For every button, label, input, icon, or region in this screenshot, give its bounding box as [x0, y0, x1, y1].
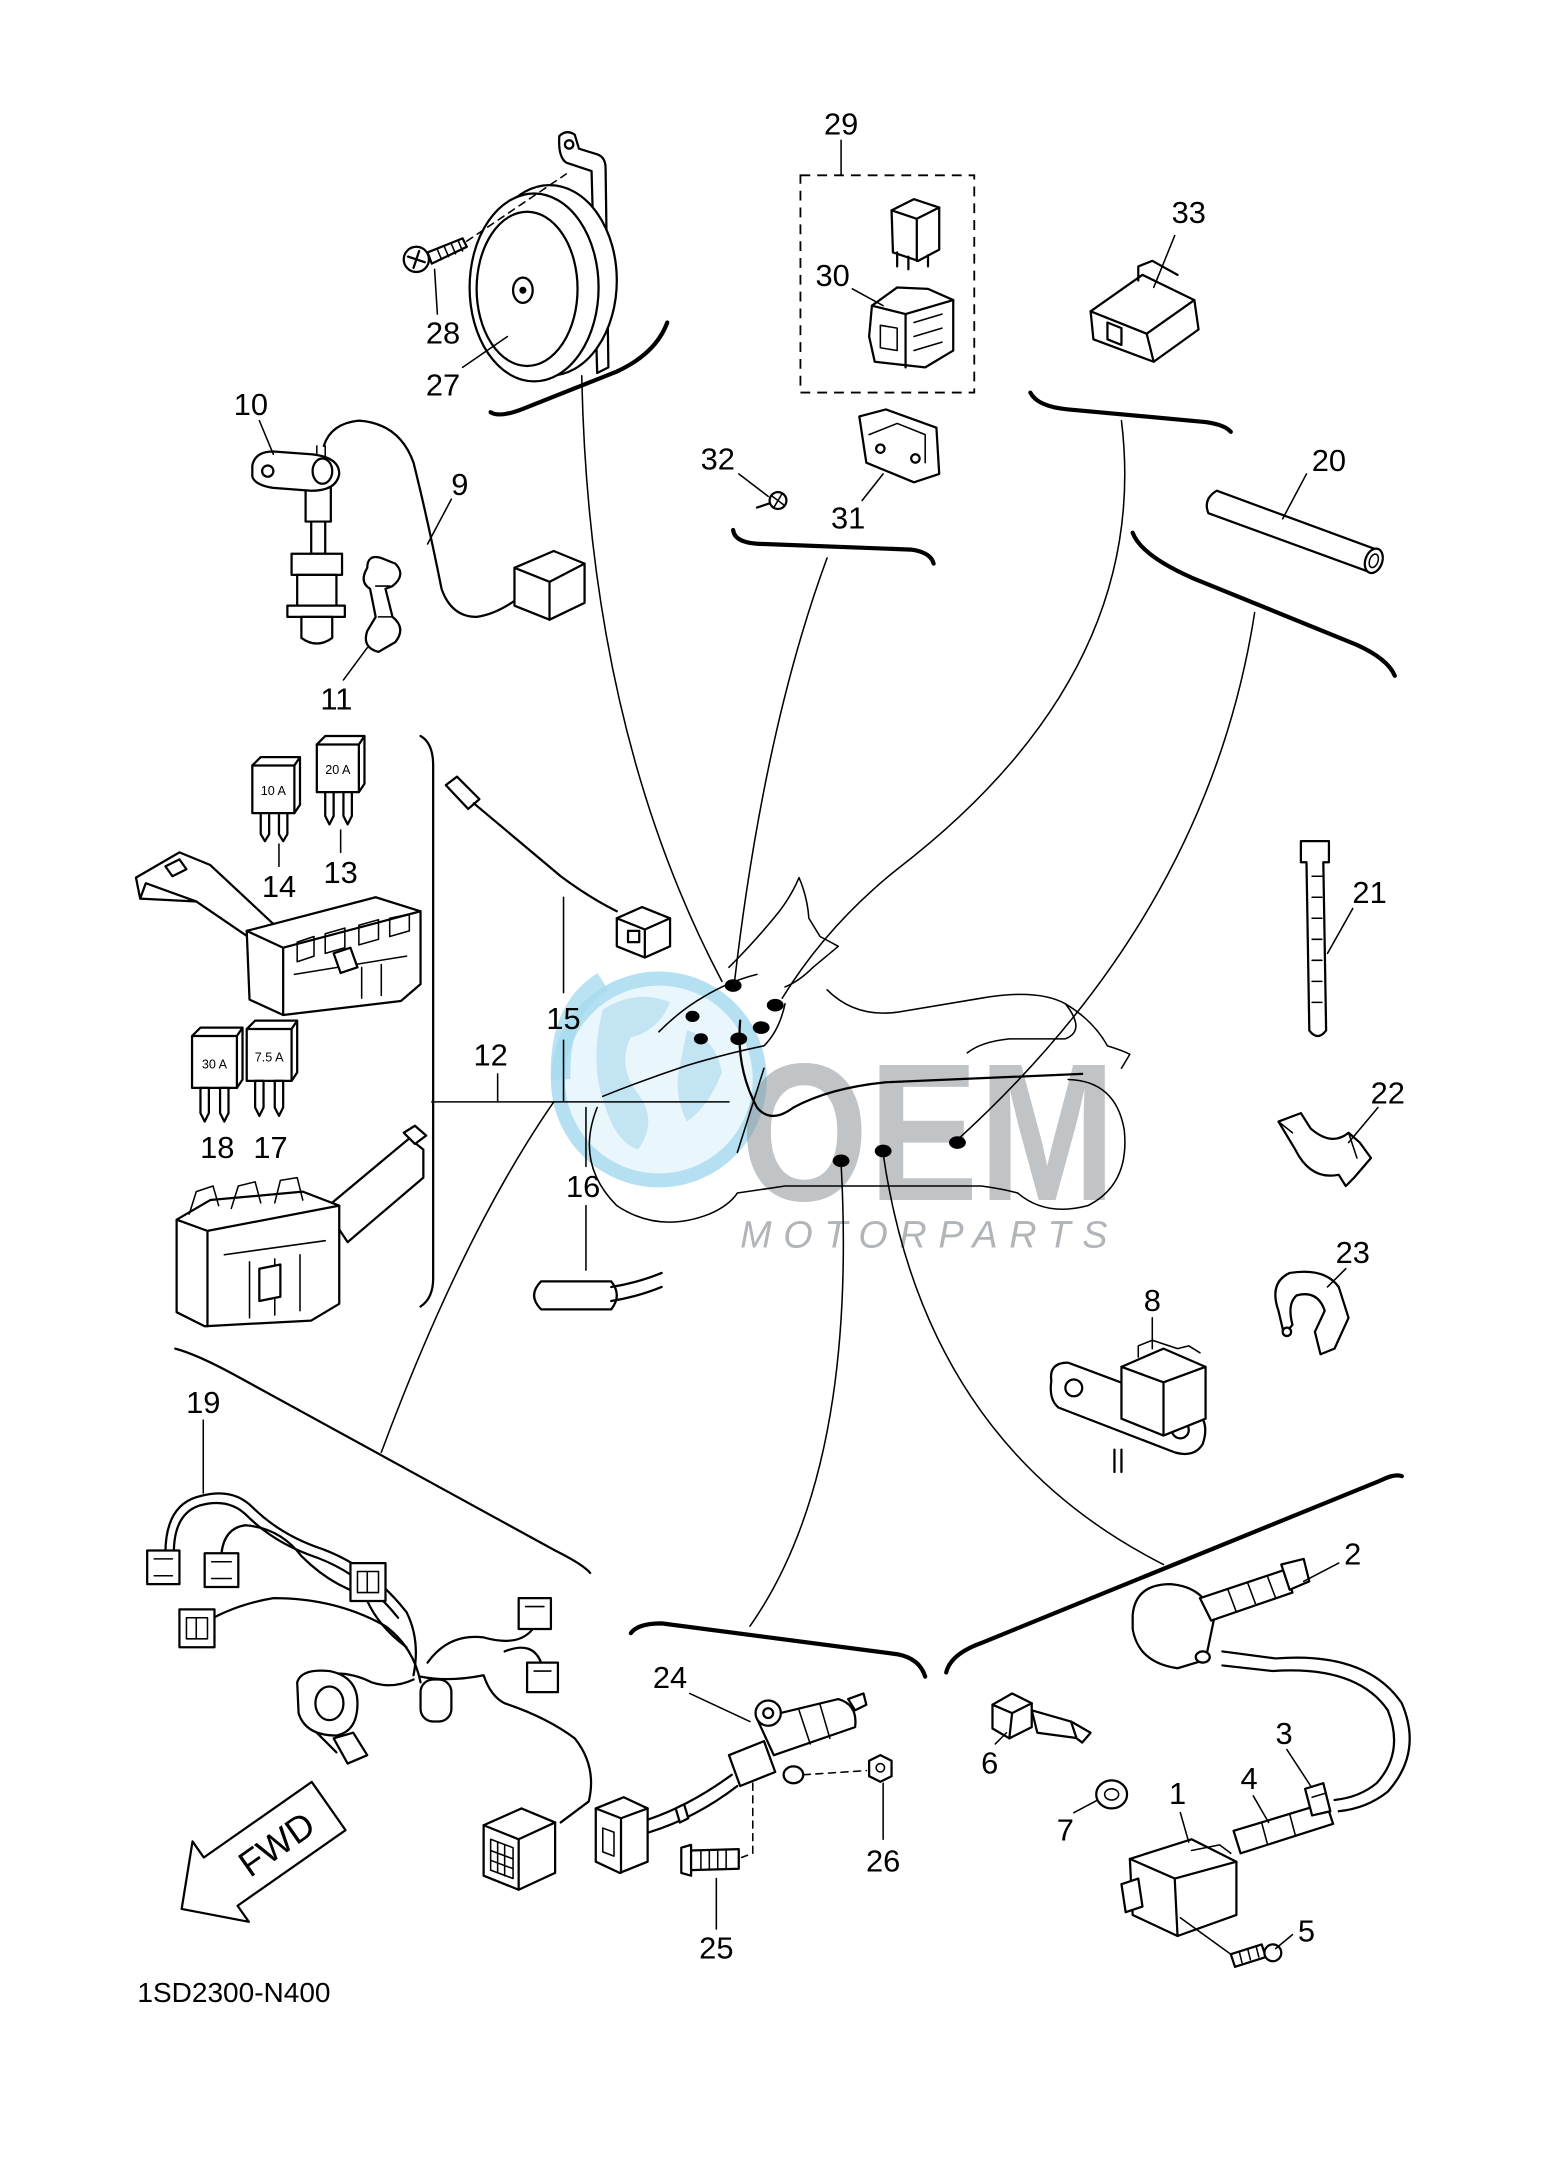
callout-27: 27	[426, 367, 460, 402]
callout-13: 13	[323, 855, 357, 890]
group-bracket-tube	[1130, 530, 1397, 678]
forward-direction-arrow: FWD	[180, 1780, 347, 1923]
plug-cap-part-2	[1131, 1557, 1311, 1670]
callout-30: 30	[816, 258, 850, 293]
callout-14: 14	[262, 869, 296, 904]
fuse-part-13: 20 A	[315, 734, 366, 826]
fuse-rating-18: 30 A	[202, 1057, 228, 1071]
callout-6: 6	[981, 1745, 998, 1780]
watermark-logo: OEM MOTORPARTS	[550, 971, 1116, 1257]
callout-24: 24	[653, 1660, 687, 1695]
coil-lead-part-4	[1221, 1650, 1411, 1855]
wire-harness-part-19	[146, 1492, 593, 1891]
leader-lines	[202, 139, 1379, 1950]
group-bracket-ignition	[944, 1473, 1404, 1675]
clamp-part-10	[251, 450, 341, 492]
group-bracket-connector	[1028, 390, 1233, 434]
screw-part-32	[755, 491, 788, 511]
harness-lead-12	[430, 1073, 730, 1103]
clip-part-11	[362, 555, 402, 654]
group-bracket-harness	[174, 1347, 592, 1575]
group-bracket-relay	[731, 527, 936, 566]
relay-socket-part-30	[868, 286, 955, 369]
callout-2: 2	[1344, 1537, 1361, 1572]
callout-28: 28	[426, 316, 460, 351]
callout-18: 18	[200, 1130, 234, 1165]
fuse-part-18: 30 A	[190, 1026, 244, 1123]
callout-12: 12	[473, 1037, 507, 1072]
callout-9: 9	[451, 467, 468, 502]
callout-23: 23	[1336, 1235, 1370, 1270]
clip-part-22	[1277, 1112, 1373, 1188]
watermark-brand: OEM	[740, 1022, 1116, 1242]
fuse-part-14: 10 A	[251, 755, 302, 843]
sensor-part-24	[594, 1692, 868, 1875]
callout-25: 25	[699, 1930, 733, 1965]
clip-part-23	[1274, 1270, 1350, 1356]
washer-part-7	[1095, 1779, 1129, 1810]
ignition-coil-part-1	[1120, 1838, 1238, 1938]
callout-8: 8	[1144, 1283, 1161, 1318]
callout-21: 21	[1352, 875, 1386, 910]
fuse-part-17: 7.5 A	[245, 1019, 299, 1118]
callout-22: 22	[1371, 1075, 1405, 1110]
callout-17: 17	[253, 1130, 287, 1165]
sensor-lead-part-15	[444, 775, 672, 1103]
callout-15: 15	[546, 1001, 580, 1036]
callout-7: 7	[1057, 1813, 1074, 1848]
group-bracket-fuses	[419, 734, 435, 1308]
callout-4: 4	[1240, 1761, 1257, 1796]
bulb-part-16	[532, 1106, 663, 1311]
temperature-sensor-part-6	[991, 1692, 1092, 1744]
callout-labels: 1 2 3 4 5 6 7 8 9 10 11 12 13 14 15 16 1…	[186, 107, 1405, 1966]
callout-26: 26	[866, 1844, 900, 1879]
connection-points	[685, 979, 966, 1168]
bracket-part-31	[858, 408, 941, 484]
fuse-rating-14: 10 A	[261, 784, 287, 798]
group-bracket-horn	[488, 320, 670, 417]
callout-32: 32	[701, 442, 735, 477]
cable-tie-part-21	[1299, 840, 1331, 1038]
callout-19: 19	[186, 1385, 220, 1420]
callout-31: 31	[831, 501, 865, 536]
group-bracket-sensor	[628, 1621, 928, 1679]
rectifier-part-8	[1049, 1339, 1207, 1474]
tube-part-20	[1205, 489, 1384, 575]
diagram-code: 1SD2300-N400	[137, 1977, 330, 2008]
callout-11: 11	[320, 681, 352, 716]
screw-part-5	[1179, 1917, 1283, 1968]
connector-part-33	[1089, 259, 1200, 363]
fuse-box-lower-part	[175, 1124, 428, 1328]
callout-29: 29	[824, 107, 858, 142]
clip-part-3	[1303, 1782, 1332, 1817]
callout-20: 20	[1312, 443, 1346, 478]
callout-3: 3	[1275, 1716, 1292, 1751]
fuse-rating-17: 7.5 A	[255, 1050, 284, 1064]
sensor-cable-part-9	[286, 419, 586, 645]
callout-33: 33	[1172, 195, 1206, 230]
callout-10: 10	[234, 387, 268, 422]
main-harness-route	[738, 1019, 1084, 1118]
relay-assembly-part	[799, 174, 976, 394]
bolt-part-25	[680, 1782, 754, 1877]
fuse-box-upper-part	[134, 851, 422, 1017]
callout-16: 16	[566, 1169, 600, 1204]
fuse-rating-13: 20 A	[325, 763, 351, 777]
motorcycle-outline	[588, 876, 1131, 1223]
callout-1: 1	[1169, 1776, 1186, 1811]
connection-curves	[380, 375, 1256, 1627]
horn-part	[468, 131, 618, 383]
screw-part-28	[402, 173, 568, 274]
watermark-subtitle: MOTORPARTS	[740, 1215, 1107, 1257]
callout-5: 5	[1298, 1914, 1315, 1949]
nut-part-26	[802, 1754, 893, 1783]
